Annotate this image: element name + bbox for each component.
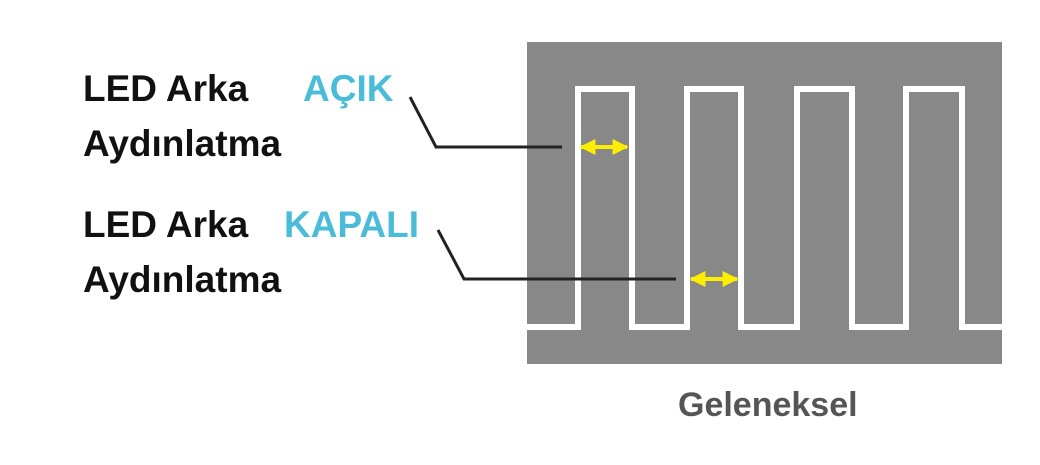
label-off-line2: Aydınlatma (83, 259, 282, 300)
state-on-label: AÇIK (303, 68, 394, 109)
pixel-panel (527, 42, 1002, 364)
leader-line-off (436, 229, 676, 281)
label-off-line1: LED Arka (83, 204, 249, 245)
pixel-gap-wave (527, 86, 1002, 330)
state-off-label: KAPALI (284, 204, 419, 245)
leader-line-on (408, 96, 562, 149)
label-on-line2: Aydınlatma (83, 123, 282, 164)
caption: Geleneksel (678, 386, 858, 424)
label-on-line1: LED Arka (83, 68, 249, 109)
